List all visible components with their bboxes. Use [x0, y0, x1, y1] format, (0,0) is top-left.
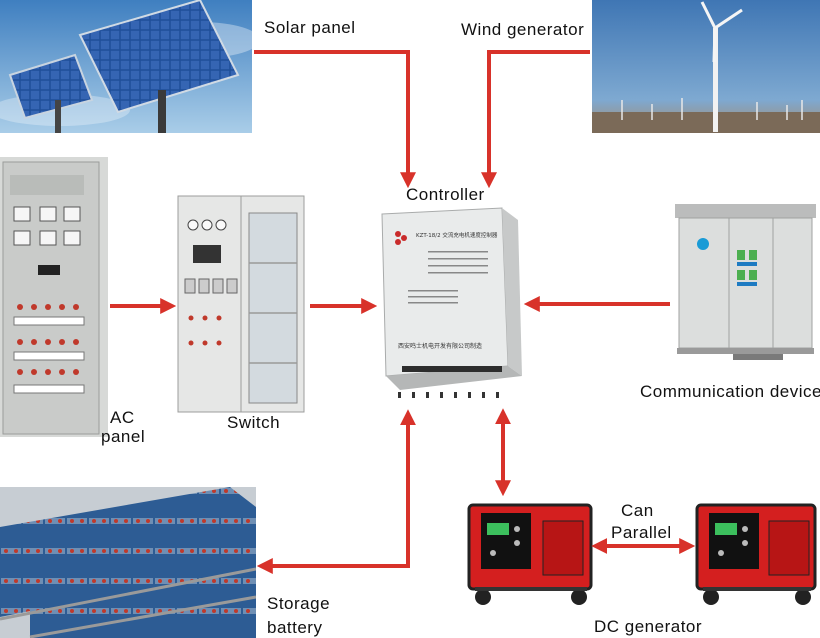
- switch-label: Switch: [227, 412, 280, 433]
- storage-battery-label-line2: battery: [267, 617, 322, 638]
- solar-to-controller-arrow: [254, 52, 408, 181]
- storage-battery-label-line1: Storage: [267, 593, 330, 614]
- wind-generator-label: Wind generator: [461, 19, 584, 40]
- can-parallel-label-line1: Can: [621, 500, 654, 521]
- dc-generator-label: DC generator: [594, 616, 702, 637]
- wind-to-controller-arrow: [489, 52, 590, 181]
- solar-panel-label: Solar panel: [264, 17, 356, 38]
- ac-panel-label-line2: panel: [101, 426, 145, 447]
- communication-device-label: Communication device: [640, 381, 820, 402]
- controller-label: Controller: [406, 184, 485, 205]
- controller-battery-arrow: [264, 418, 408, 566]
- can-parallel-label-line2: Parallel: [611, 522, 672, 543]
